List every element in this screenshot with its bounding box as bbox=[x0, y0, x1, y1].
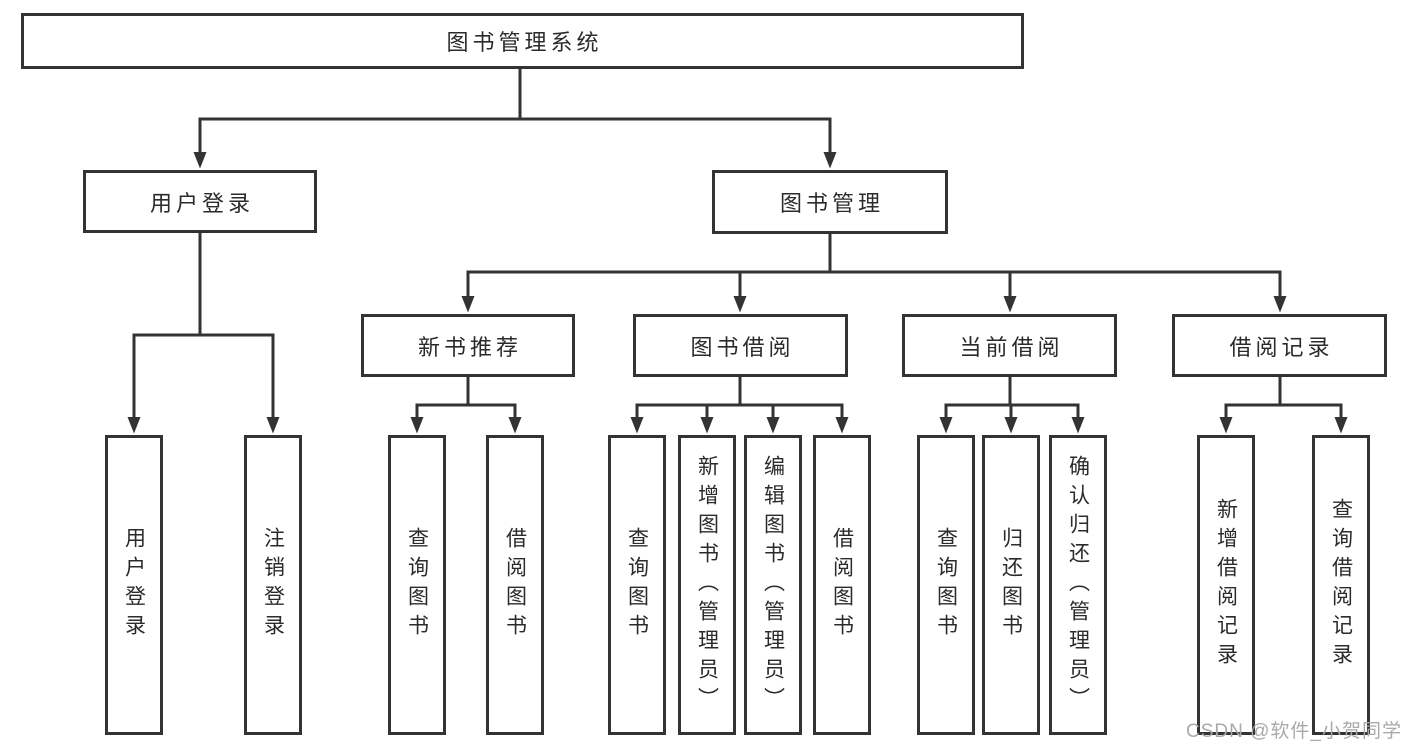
leaf-borrow-query-book-label: 查询图书 bbox=[625, 527, 649, 643]
leaf-add-book-admin-label: 新增图书（管理员） bbox=[695, 454, 719, 716]
node-current-borrow-label: 当前借阅 bbox=[959, 334, 1064, 360]
edge-leaf-arrowheads bbox=[410, 417, 1348, 434]
leaf-add-book-admin: 新增图书（管理员） bbox=[678, 435, 736, 735]
leaf-confirm-return-admin-label: 确认归还（管理员） bbox=[1066, 454, 1090, 716]
leaf-borrow-borrow-book: 借阅图书 bbox=[813, 435, 871, 735]
node-book-borrow: 图书借阅 bbox=[633, 314, 848, 377]
leaf-newbook-query-book-label: 查询图书 bbox=[405, 527, 429, 643]
node-book-borrow-label: 图书借阅 bbox=[690, 334, 795, 360]
node-book-management-label: 图书管理 bbox=[779, 191, 884, 216]
node-root: 图书管理系统 bbox=[21, 13, 1024, 69]
edge-bookmgmt-to-level3 bbox=[466, 234, 1282, 299]
edge-borrowrecord-to-leaves bbox=[1224, 377, 1343, 420]
leaf-user-login: 用户登录 bbox=[105, 435, 163, 735]
leaf-newbook-query-book: 查询图书 bbox=[388, 435, 446, 735]
leaf-add-borrow-record-label: 新增借阅记录 bbox=[1214, 498, 1238, 672]
node-borrow-record-label: 借阅记录 bbox=[1229, 334, 1334, 360]
edge-root-arrowheads bbox=[193, 152, 837, 169]
leaf-borrow-borrow-book-label: 借阅图书 bbox=[830, 527, 854, 643]
edge-root-to-level2 bbox=[198, 69, 832, 155]
node-current-borrow: 当前借阅 bbox=[902, 314, 1117, 377]
node-new-book-recommend-label: 新书推荐 bbox=[417, 334, 522, 360]
leaf-edit-book-admin-label: 编辑图书（管理员） bbox=[761, 454, 785, 716]
edge-currentborrow-to-leaves bbox=[944, 377, 1080, 420]
edge-newbook-to-leaves bbox=[415, 377, 517, 420]
leaf-logout-label: 注销登录 bbox=[261, 527, 285, 643]
leaf-newbook-borrow-book: 借阅图书 bbox=[486, 435, 544, 735]
edge-userlogin-arrowheads bbox=[127, 417, 280, 434]
leaf-newbook-borrow-book-label: 借阅图书 bbox=[503, 527, 527, 643]
leaf-user-login-label: 用户登录 bbox=[122, 527, 146, 643]
leaf-current-query-book-label: 查询图书 bbox=[934, 527, 958, 643]
leaf-return-book: 归还图书 bbox=[982, 435, 1040, 735]
node-book-management: 图书管理 bbox=[712, 170, 948, 234]
leaf-add-borrow-record: 新增借阅记录 bbox=[1197, 435, 1255, 735]
leaf-current-query-book: 查询图书 bbox=[917, 435, 975, 735]
node-borrow-record: 借阅记录 bbox=[1172, 314, 1387, 377]
leaf-return-book-label: 归还图书 bbox=[999, 527, 1023, 643]
csdn-watermark: CSDN @软件_小贺同学 bbox=[1186, 721, 1402, 742]
node-new-book-recommend: 新书推荐 bbox=[361, 314, 575, 377]
leaf-borrow-query-book: 查询图书 bbox=[608, 435, 666, 735]
node-user-login: 用户登录 bbox=[83, 170, 317, 233]
leaf-confirm-return-admin: 确认归还（管理员） bbox=[1049, 435, 1107, 735]
node-user-login-label: 用户登录 bbox=[149, 190, 254, 216]
edge-userlogin-to-leaves bbox=[132, 233, 275, 420]
leaf-edit-book-admin: 编辑图书（管理员） bbox=[744, 435, 802, 735]
leaf-query-borrow-record-label: 查询借阅记录 bbox=[1329, 498, 1353, 672]
leaf-logout: 注销登录 bbox=[244, 435, 302, 735]
node-root-label: 图书管理系统 bbox=[446, 30, 603, 55]
edge-bookborrow-to-leaves bbox=[635, 377, 844, 420]
leaf-query-borrow-record: 查询借阅记录 bbox=[1312, 435, 1370, 735]
edge-level3-arrowheads bbox=[461, 296, 1287, 313]
